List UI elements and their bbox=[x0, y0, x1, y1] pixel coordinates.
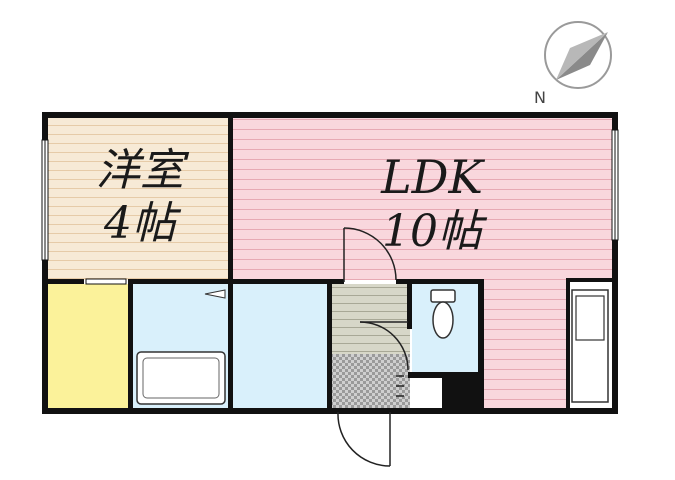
shoe-cabinet bbox=[412, 378, 442, 408]
ldk-size: 10帖 bbox=[382, 206, 488, 257]
compass-needle-shade bbox=[556, 32, 608, 80]
hallway-floor bbox=[332, 284, 410, 354]
ldk-floor bbox=[232, 118, 612, 280]
toilet bbox=[430, 289, 456, 339]
windows bbox=[41, 129, 619, 285]
ldk-name: LDK bbox=[380, 150, 485, 204]
western-room-floor bbox=[48, 118, 230, 280]
ldk-kitchen-floor bbox=[480, 280, 568, 408]
kitchen-sink bbox=[571, 289, 609, 403]
washroom-floor bbox=[232, 284, 328, 408]
closet-floor bbox=[48, 284, 128, 408]
western-room-name: 洋室 bbox=[96, 145, 190, 196]
compass: N bbox=[534, 21, 612, 107]
doors bbox=[337, 227, 409, 467]
walls bbox=[42, 112, 618, 414]
western-room-size: 4帖 bbox=[103, 198, 182, 249]
genkan-floor bbox=[332, 354, 410, 408]
bathtub bbox=[136, 289, 226, 405]
compass-north-label: N bbox=[534, 88, 546, 107]
